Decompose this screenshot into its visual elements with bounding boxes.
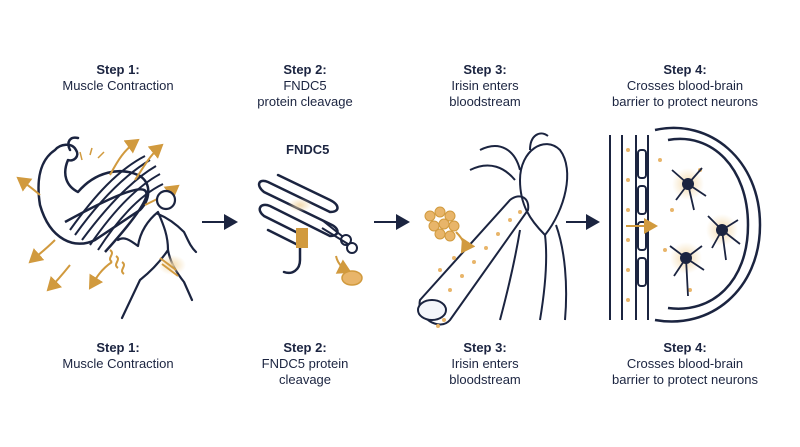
step-2-bottom-label: Step 2: FNDC5 protein cleavage	[240, 340, 370, 388]
step-3-bottom-title: Step 3:	[463, 340, 507, 355]
step-1-bottom-desc: Muscle Contraction	[62, 356, 174, 371]
step-4-top-label: Step 4: Crosses blood-brain barrier to p…	[590, 62, 780, 110]
leg-muscle-icon	[159, 257, 179, 277]
brain-icon	[654, 126, 762, 323]
irisin-fragment	[341, 270, 363, 286]
vessel-particles	[436, 210, 522, 328]
scissors-icon	[321, 219, 358, 254]
step-2-top-label: Step 2: FNDC5 protein cleavage	[240, 62, 370, 110]
protein-glow	[288, 198, 312, 212]
runner-leg-glow	[158, 255, 186, 275]
step-2-bottom-desc: FNDC5 protein cleavage	[261, 356, 349, 387]
step-1-top-label: Step 1: Muscle Contraction	[58, 62, 178, 94]
step-1-bottom-title: Step 1:	[96, 340, 140, 355]
step-4-bottom-desc: Crosses blood-brain barrier to protect n…	[612, 356, 758, 387]
cleavage-site	[296, 228, 308, 248]
muscle-fibers	[64, 155, 164, 253]
irisin-release-arrow	[335, 255, 352, 274]
step-2-top-desc: FNDC5 protein cleavage	[257, 78, 353, 109]
runner-icon	[116, 189, 198, 320]
step-1-top-title: Step 1:	[96, 62, 140, 77]
motion-arrows	[16, 138, 180, 292]
neuron-icon	[669, 167, 741, 297]
step-3-top-desc: Irisin enters bloodstream	[449, 78, 521, 109]
step-1-top-desc: Muscle Contraction	[62, 78, 174, 93]
step-1-bottom-label: Step 1: Muscle Contraction	[58, 340, 178, 372]
barrier-particles	[626, 148, 702, 302]
glow-lines	[79, 147, 105, 161]
step-4-top-title: Step 4:	[663, 62, 707, 77]
irisin-cluster	[424, 206, 460, 242]
blood-brain-barrier	[609, 135, 649, 320]
step-3-top-title: Step 3:	[463, 62, 507, 77]
step-4-bottom-title: Step 4:	[663, 340, 707, 355]
step-2-bottom-title: Step 2:	[283, 340, 327, 355]
step-3-bottom-desc: Irisin enters bloodstream	[449, 356, 521, 387]
step-3-bottom-label: Step 3: Irisin enters bloodstream	[420, 340, 550, 388]
heart-icon	[469, 132, 569, 321]
flexed-arm-icon	[37, 136, 150, 245]
step-4-top-desc: Crosses blood-brain barrier to protect n…	[612, 78, 758, 109]
irisin-entry-arrow	[455, 231, 476, 254]
step-3-top-label: Step 3: Irisin enters bloodstream	[420, 62, 550, 110]
step-4-bottom-label: Step 4: Crosses blood-brain barrier to p…	[590, 340, 780, 388]
fndc5-label: FNDC5	[286, 142, 330, 157]
step-2-top-title: Step 2:	[283, 62, 327, 77]
